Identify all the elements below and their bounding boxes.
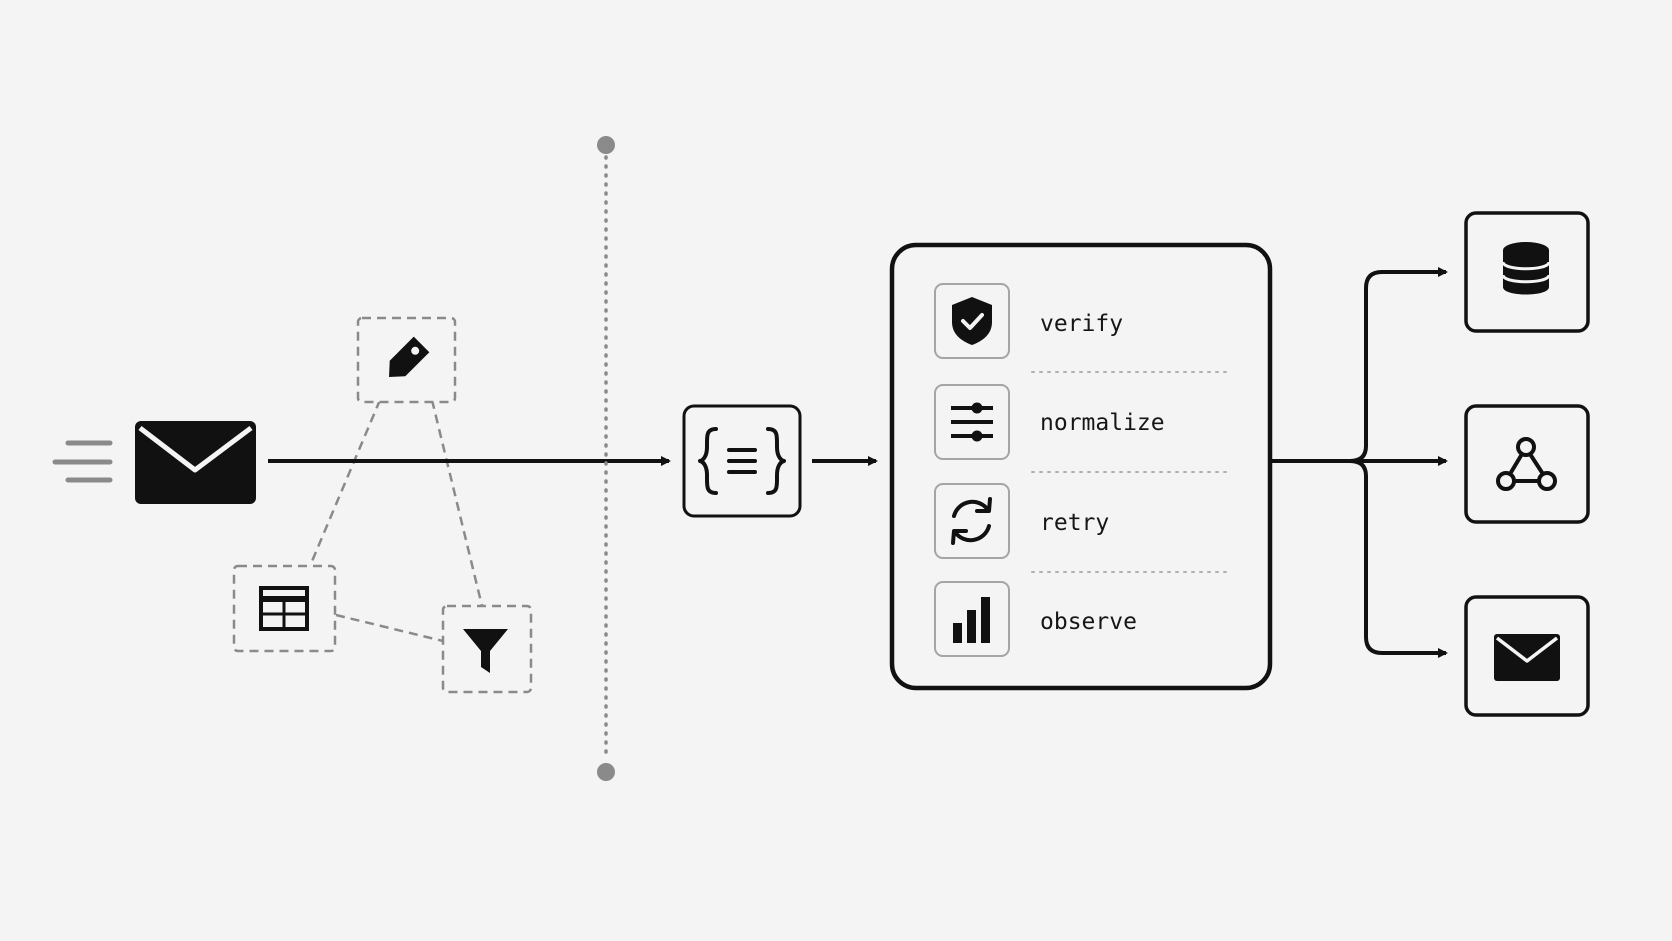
destination-webhook	[1464, 404, 1590, 524]
pipeline-step-normalize: normalize	[934, 384, 1165, 460]
json-braces-icon	[698, 427, 786, 495]
table-icon	[259, 586, 309, 631]
step-label-verify: verify	[1040, 311, 1123, 337]
boundary-line	[597, 136, 615, 781]
filter-icon	[463, 629, 508, 673]
webhook-icon	[1496, 437, 1557, 491]
fanout-connectors	[1272, 267, 1448, 658]
envelope-icon	[135, 421, 256, 504]
destination-database	[1464, 211, 1590, 333]
boundary-top-dot	[597, 136, 615, 154]
payload-box	[682, 404, 802, 518]
destination-email	[1464, 595, 1590, 717]
shield-check-icon	[952, 297, 992, 345]
pipeline-card: verify normalize retry	[889, 242, 1273, 691]
envelope-icon	[1494, 634, 1560, 681]
pipeline-step-retry: retry	[934, 483, 1109, 559]
step-dividers	[1031, 371, 1227, 573]
tag-icon	[389, 336, 430, 377]
pipeline-step-verify: verify	[934, 283, 1123, 359]
tag-tool-box	[356, 316, 457, 404]
bar-chart-icon	[953, 597, 990, 643]
refresh-icon	[951, 497, 992, 545]
table-tool-box	[232, 564, 337, 653]
step-label-observe: observe	[1040, 609, 1137, 635]
boundary-bottom-dot	[597, 763, 615, 781]
sliders-icon	[951, 402, 993, 442]
ingest-tool-connectors	[308, 399, 484, 643]
speed-lines-icon	[52, 440, 113, 483]
source-email	[52, 421, 256, 504]
step-label-normalize: normalize	[1040, 410, 1165, 436]
database-icon	[1501, 242, 1551, 295]
filter-tool-box	[441, 604, 533, 694]
step-label-retry: retry	[1040, 510, 1109, 536]
pipeline-step-observe: observe	[934, 581, 1137, 657]
